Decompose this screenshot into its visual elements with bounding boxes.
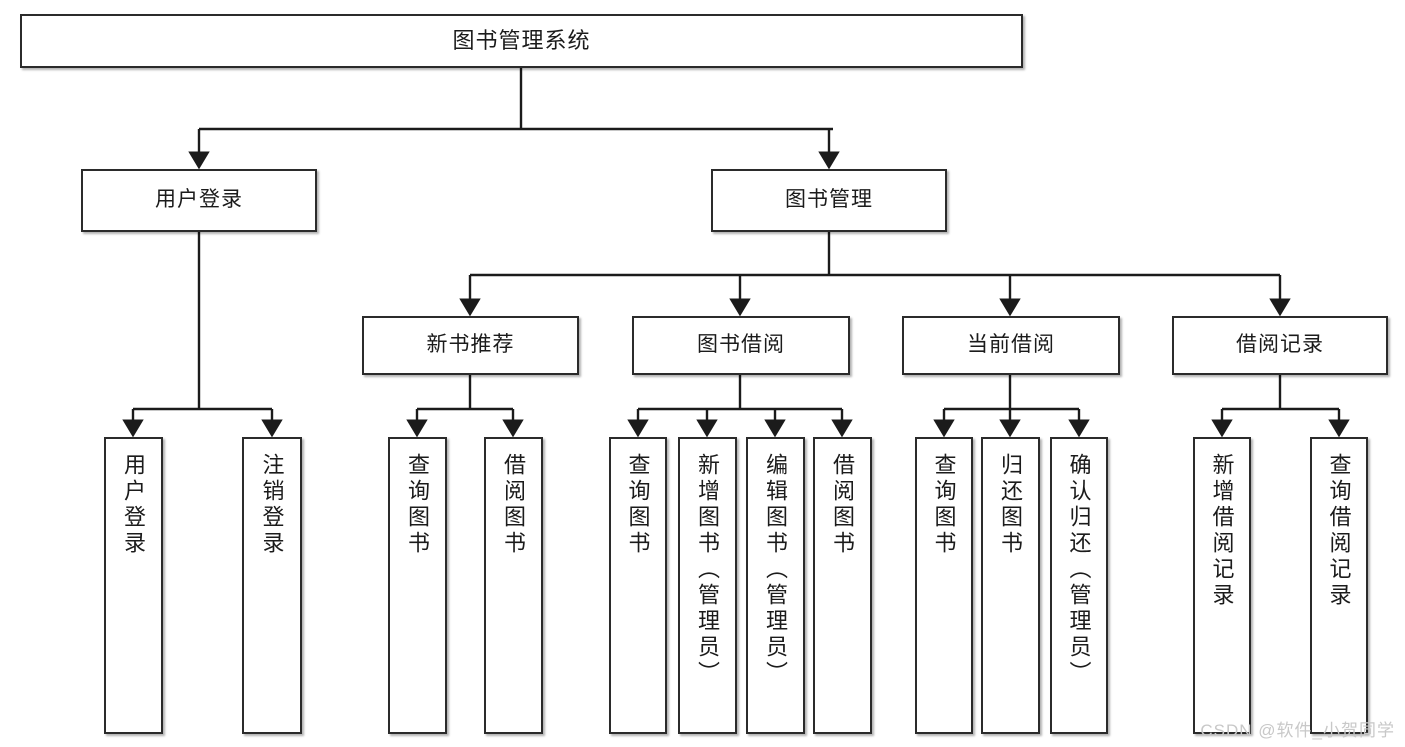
- leaf-node-label: 新增借阅记录: [1209, 453, 1235, 609]
- csdn-watermark: CSDN @软件_小贺同学: [1200, 721, 1395, 740]
- leaf-node-label: 归还图书: [998, 453, 1024, 557]
- leaf-node[interactable]: 查询图书: [609, 437, 667, 734]
- leaf-node[interactable]: 归还图书: [981, 437, 1040, 734]
- node-book-management-label: 图书管理: [785, 188, 873, 212]
- node-user-login-label: 用户登录: [155, 188, 243, 212]
- leaf-node-label: 查询图书: [405, 453, 431, 557]
- node-book-management[interactable]: 图书管理: [711, 169, 947, 232]
- leaf-node-label: 编辑图书（管理员）: [763, 453, 789, 687]
- node-new-book-recommend[interactable]: 新书推荐: [362, 316, 579, 375]
- leaf-node[interactable]: 查询图书: [915, 437, 973, 734]
- leaf-node[interactable]: 编辑图书（管理员）: [746, 437, 805, 734]
- leaf-node[interactable]: 确认归还（管理员）: [1050, 437, 1108, 734]
- node-borrow-record-label: 借阅记录: [1236, 333, 1324, 357]
- leaf-node-label: 新增图书（管理员）: [695, 453, 721, 687]
- node-book-borrow[interactable]: 图书借阅: [632, 316, 850, 375]
- node-root-label: 图书管理系统: [452, 28, 591, 54]
- node-new-book-recommend-label: 新书推荐: [426, 333, 515, 357]
- node-current-borrow-label: 当前借阅: [967, 333, 1055, 357]
- node-current-borrow[interactable]: 当前借阅: [902, 316, 1120, 375]
- leaf-node-label: 注销登录: [259, 453, 285, 557]
- node-user-login[interactable]: 用户登录: [81, 169, 317, 232]
- node-book-borrow-label: 图书借阅: [697, 333, 785, 357]
- leaf-node[interactable]: 借阅图书: [484, 437, 543, 734]
- leaf-node[interactable]: 查询图书: [388, 437, 447, 734]
- leaf-node-label: 查询借阅记录: [1326, 453, 1352, 609]
- leaf-node[interactable]: 新增借阅记录: [1193, 437, 1251, 734]
- node-root[interactable]: 图书管理系统: [20, 14, 1023, 68]
- leaf-node-label: 借阅图书: [501, 453, 527, 557]
- leaf-node[interactable]: 借阅图书: [813, 437, 872, 734]
- node-borrow-record[interactable]: 借阅记录: [1172, 316, 1388, 375]
- leaf-node[interactable]: 用户登录: [104, 437, 163, 734]
- leaf-node[interactable]: 注销登录: [242, 437, 302, 734]
- leaf-node-label: 借阅图书: [830, 453, 856, 557]
- leaf-node[interactable]: 查询借阅记录: [1310, 437, 1368, 734]
- leaf-node[interactable]: 新增图书（管理员）: [678, 437, 737, 734]
- leaf-node-label: 查询图书: [625, 453, 651, 557]
- leaf-node-label: 用户登录: [121, 453, 147, 557]
- leaf-node-label: 查询图书: [931, 453, 957, 557]
- leaf-node-label: 确认归还（管理员）: [1066, 453, 1092, 687]
